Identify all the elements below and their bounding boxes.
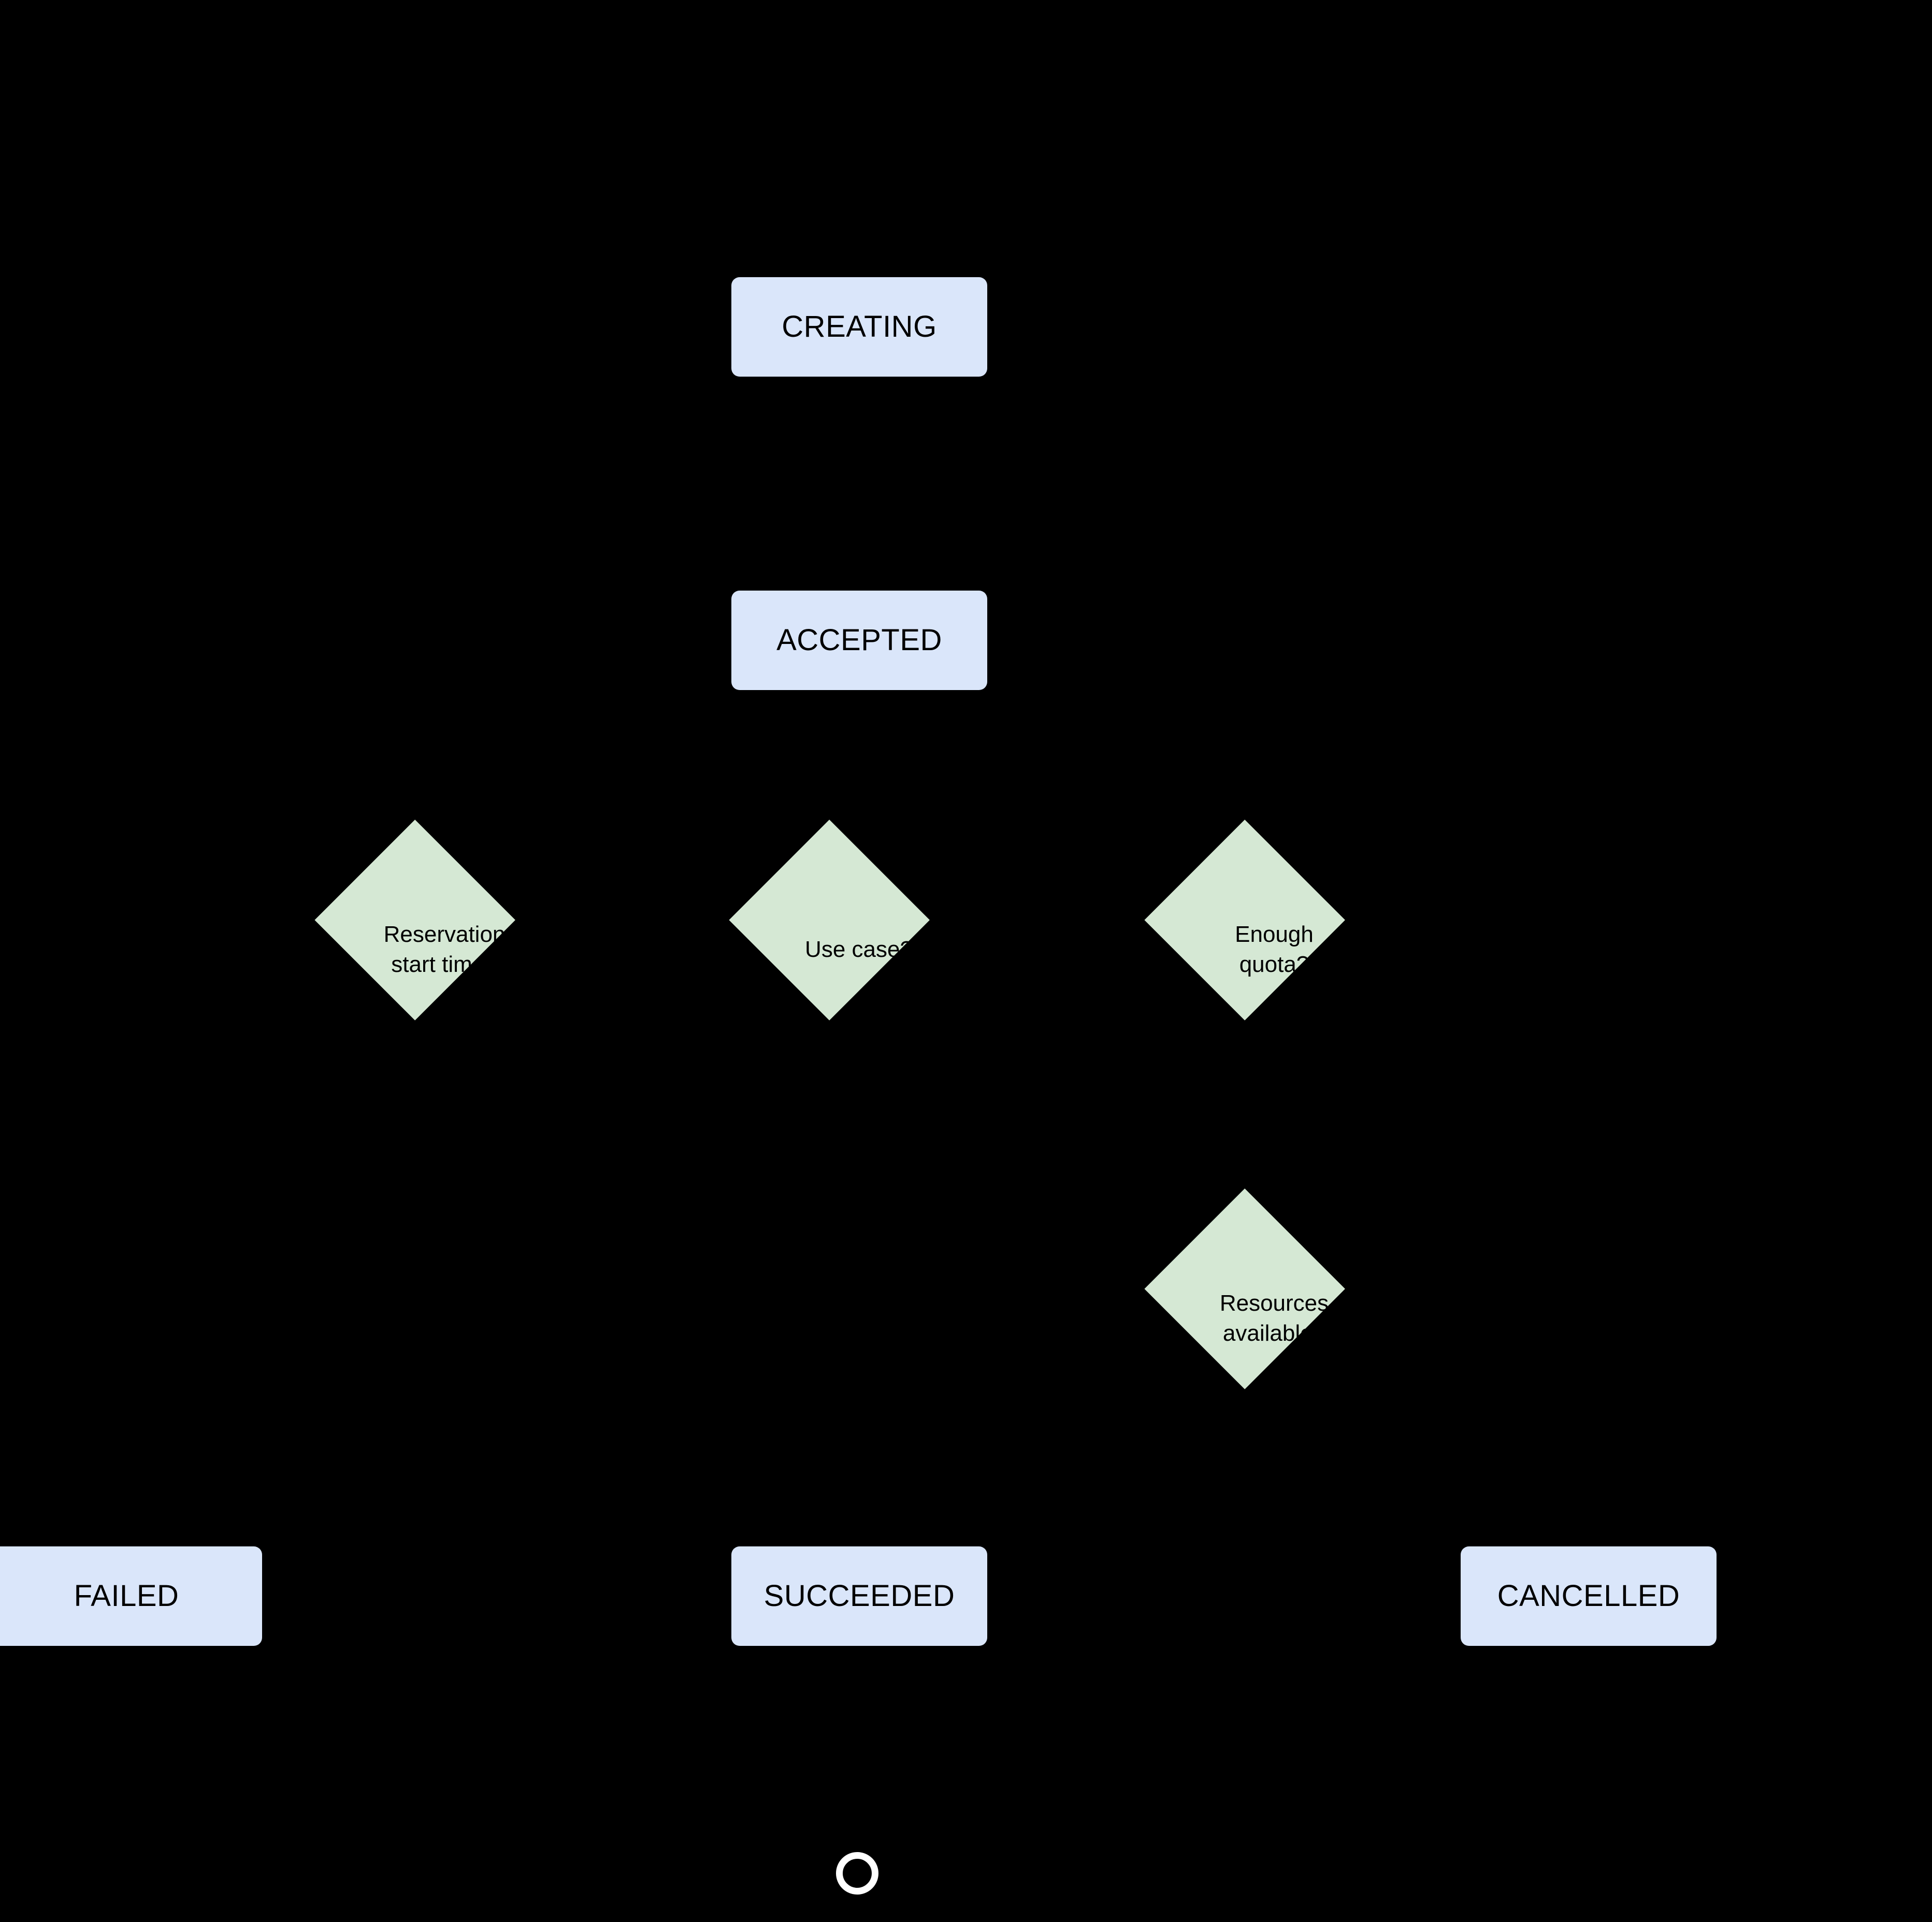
state-label: CREATING [782, 310, 937, 344]
edge-resources-available-to-cancelled [1375, 1316, 1605, 1550]
state-node-succeeded[interactable]: SUCCEEDED [731, 1546, 987, 1646]
state-label: ACCEPTED [776, 623, 942, 657]
state-node-creating[interactable]: CREATING [731, 277, 987, 377]
edge-reservation-start-time-to-failed [110, 1050, 446, 1550]
state-node-accepted[interactable]: ACCEPTED [731, 591, 987, 690]
decision-label: Resources available? [1219, 1290, 1329, 1346]
state-label: FAILED [74, 1579, 179, 1613]
end-node-ring[interactable] [836, 1852, 878, 1895]
decision-node-use-case[interactable]: Use case? [729, 820, 959, 1050]
decision-node-resources-available[interactable]: Resources available? [1144, 1188, 1375, 1419]
state-label: SUCCEEDED [763, 1579, 955, 1613]
state-node-cancelled[interactable]: CANCELLED [1461, 1546, 1717, 1646]
decision-node-enough-quota[interactable]: Enough quota? [1144, 820, 1375, 1050]
state-node-failed[interactable]: FAILED [0, 1546, 262, 1646]
state-label: CANCELLED [1497, 1579, 1680, 1613]
decision-label: Enough quota? [1235, 921, 1314, 977]
decision-node-reservation-start-time[interactable]: Reservation start time? [314, 820, 545, 1050]
decision-label: Use case? [805, 936, 913, 962]
decision-label: Reservation start time? [383, 921, 506, 977]
